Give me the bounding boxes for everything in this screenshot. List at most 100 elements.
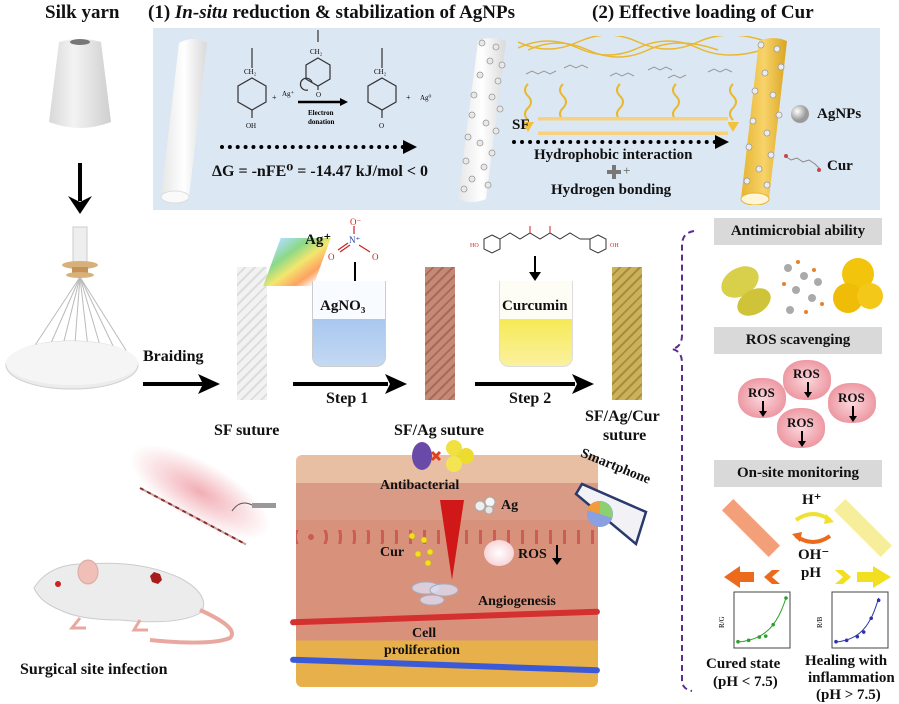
- healing-label-3: (pH > 7.5): [816, 687, 881, 703]
- plot-data-point: [763, 634, 768, 638]
- step2-label: Step 2: [509, 390, 552, 407]
- ch2-right: CH₂: [374, 68, 387, 76]
- agnps-legend-label: AgNPs: [817, 106, 862, 122]
- ch2-mid: CH₂: [310, 48, 323, 56]
- ros-down-arrow-4: [798, 431, 806, 447]
- ag-plus-reactant: Ag⁺: [282, 90, 295, 98]
- plot-data-point: [736, 639, 740, 644]
- curcumin-arrow-head: [529, 272, 541, 281]
- smartphone-icon: [574, 482, 648, 547]
- plot-rg-ylabel: R/G: [718, 616, 726, 628]
- step1-prefix: (1): [148, 2, 175, 23]
- plot-data-point: [861, 630, 866, 634]
- sf-fiber-plain: [160, 39, 207, 204]
- nitrate-o-right: O: [372, 252, 379, 262]
- surgical-site-infection-label: Surgical site infection: [20, 661, 168, 678]
- silk-yarn-cone-icon: [49, 39, 111, 128]
- ch2-left: CH₂: [244, 68, 257, 76]
- suture-needle-icon: [231, 502, 276, 512]
- curcumin-base-form: [834, 499, 892, 557]
- base-direction-arrow-icon: [835, 566, 891, 588]
- cell-proliferation-label-1: Cell: [412, 626, 437, 641]
- oh-label: OH: [246, 122, 256, 130]
- braiding-arrow: [143, 382, 203, 386]
- curcumin-label: Curcumin: [502, 298, 568, 314]
- ros-cloud-label-4: ROS: [787, 415, 814, 430]
- sf-ag-cur-suture-label-2: suture: [603, 427, 647, 444]
- nitrate-arrow: [354, 262, 356, 284]
- cell-proliferation-label-2: proliferation: [384, 643, 460, 658]
- ros-decrease-arrow: [552, 545, 562, 565]
- ros-down-arrow-1: [759, 401, 767, 417]
- cells-icon: [411, 581, 459, 606]
- curcumin-oh: OH: [610, 243, 619, 249]
- down-arrow-shaft: [78, 163, 82, 201]
- antimicrobial-header: Antimicrobial ability: [714, 218, 882, 245]
- angiogenesis-label: Angiogenesis: [478, 594, 556, 609]
- wound-incision: [440, 500, 464, 580]
- mini-plot-rg: R/G: [718, 591, 791, 649]
- cured-state-label-2: (pH < 7.5): [713, 674, 778, 690]
- plot-rg-frame: [733, 591, 791, 649]
- antimicrobial-illustration: [721, 258, 883, 316]
- plus-1: +: [272, 93, 277, 102]
- plot-data-point: [855, 634, 860, 639]
- o-mid: O: [316, 91, 321, 99]
- on-site-monitoring-header: On-site monitoring: [714, 460, 882, 487]
- step1-arrow-head: [385, 374, 407, 394]
- plot-fit-curve: [737, 597, 787, 643]
- acid-direction-arrow-icon: [724, 566, 780, 588]
- sf-ag-cur-suture-label-1: SF/Ag/Cur: [585, 408, 660, 425]
- electron-donation-1: Electron: [308, 109, 334, 117]
- cur-label: Cur: [380, 545, 405, 560]
- sf-ag-suture-label: SF/Ag suture: [394, 422, 484, 439]
- braiding-arrow-head: [198, 374, 220, 394]
- ros-scavenging-header: ROS scavenging: [714, 327, 882, 354]
- hydrophobic-interaction-label: Hydrophobic interaction: [534, 147, 693, 163]
- agno3-beaker: [312, 281, 386, 367]
- ros-skin-label: ROS: [518, 547, 547, 562]
- bracket-brace: [672, 230, 695, 692]
- nitrate-n: N⁺: [349, 235, 360, 245]
- sf-fiber-cur: [740, 38, 787, 205]
- plot-rb-ylabel: R/B: [816, 616, 824, 628]
- step1-arrow: [293, 382, 388, 386]
- oh-minus-label: OH⁻: [798, 547, 830, 563]
- cur-legend-label: Cur: [827, 158, 853, 174]
- healing-label-1: Healing with: [805, 653, 888, 669]
- plot-data-point: [784, 596, 788, 600]
- dotted-arrow-2: [512, 140, 717, 144]
- plot-data-point: [746, 638, 751, 643]
- ros-down-arrow-2: [804, 382, 812, 398]
- step1-label: Step 1: [326, 390, 369, 407]
- dotted-arrow-1-head: [403, 140, 417, 154]
- ag-zero-product: Ag⁰: [420, 94, 432, 102]
- cur-particles-icon: [408, 532, 434, 567]
- plus-2: +: [406, 93, 411, 102]
- step2-header: (2) Effective loading of Cur: [592, 2, 814, 23]
- ph-label: pH: [801, 565, 822, 581]
- step1-rest: reduction & stabilization of AgNPs: [227, 2, 516, 23]
- sf-suture-icon: [237, 267, 267, 400]
- curcumin-beaker: [499, 281, 573, 367]
- plus-sign-shape: [607, 165, 621, 179]
- step2-arrow: [475, 382, 575, 386]
- cur-molecule-legend-icon: [784, 154, 822, 172]
- plot-data-point: [844, 638, 849, 643]
- ag-label: Ag: [501, 498, 519, 513]
- ros-cloud-label-3: ROS: [838, 390, 865, 405]
- curcumin-structure: HO OH: [470, 226, 619, 254]
- agno3-label: AgNO₃: [320, 298, 366, 314]
- nitrate-o-left: O: [328, 252, 335, 262]
- plot-data-point: [876, 598, 881, 603]
- ph-cycle-arrows-icon: [792, 512, 834, 544]
- sf-ag-suture-icon: [425, 267, 455, 400]
- sf-ag-cur-suture-icon: [612, 267, 642, 400]
- nitrate-structure: O⁻ N⁺ O O: [328, 217, 379, 262]
- ros-cloud-skin: [484, 540, 514, 566]
- reduction-reaction-scheme: CH₂ CH₂ CH₂ OH O O + Ag⁺ Electron donati…: [237, 30, 432, 130]
- plus-sign: +: [623, 163, 631, 178]
- plot-data-point: [757, 635, 762, 639]
- plot-data-point: [869, 616, 873, 621]
- down-arrow-icon: [68, 196, 92, 214]
